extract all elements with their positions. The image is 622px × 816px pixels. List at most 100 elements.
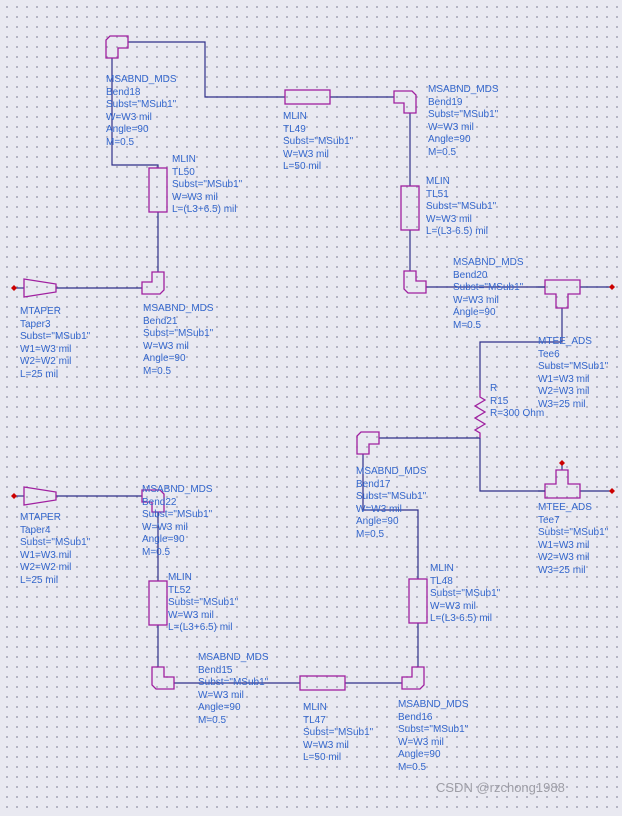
- tl52-mlin-symbol[interactable]: [148, 580, 168, 626]
- label-line: W2=W3 mil: [538, 386, 590, 397]
- label-line: L=(L3-6.5) mil: [426, 226, 488, 237]
- open-pin-marker[interactable]: [11, 285, 17, 291]
- taper3-taper-symbol[interactable]: [23, 278, 57, 298]
- wire-segment[interactable]: [479, 308, 563, 390]
- bend17-bend-symbol[interactable]: [356, 431, 380, 455]
- csdn-watermark: CSDN @rzchong1988: [436, 780, 565, 795]
- tl51-mlin-symbol[interactable]: [400, 185, 420, 231]
- label-line: Angle=90: [428, 134, 471, 145]
- label-line: Subst="MSub1": [538, 361, 609, 372]
- open-pin-marker[interactable]: [609, 284, 615, 290]
- label-line: Angle=90: [356, 516, 399, 527]
- label-line: Angle=90: [398, 749, 441, 760]
- tl47-mlin-symbol[interactable]: [299, 675, 346, 691]
- label-line: Subst="MSub1": [172, 179, 243, 190]
- label-line: Subst="MSub1": [398, 724, 469, 735]
- bend15-bend-symbol[interactable]: [151, 666, 175, 690]
- label-line: M=0.5: [106, 136, 135, 148]
- label-line: L=25 mil: [20, 574, 59, 586]
- label-line: Taper3: [20, 318, 51, 330]
- open-pin-marker[interactable]: [11, 493, 17, 499]
- label-line: Angle=90: [143, 353, 186, 364]
- r15-resistor-symbol[interactable]: [473, 390, 487, 438]
- label-line: MSABND_MDS: [143, 303, 214, 314]
- label-line: W=W3 mil: [283, 148, 329, 160]
- label-line: Tee6: [538, 348, 560, 360]
- label-line: W2=W2 mil: [20, 356, 72, 367]
- label-line: M=0.5: [453, 319, 482, 331]
- label-line: W1=W3 mil: [538, 373, 590, 385]
- bend20-bend-symbol[interactable]: [403, 270, 427, 294]
- label-line: M=0.5: [398, 761, 427, 773]
- bend18-bend-symbol[interactable]: [105, 35, 129, 59]
- label-line: W=W3 mil: [172, 191, 218, 203]
- label-line: W=W3 mil: [142, 521, 188, 533]
- label-line: MLIN: [430, 563, 454, 574]
- label-line: MSABND_MDS: [198, 652, 269, 663]
- tee7-tee-symbol[interactable]: [538, 469, 581, 499]
- open-pin-marker[interactable]: [559, 460, 565, 466]
- label-line: W2=W3 mil: [538, 552, 590, 563]
- label-line: L=25 mil: [20, 368, 59, 380]
- label-line: Subst="MSub1": [168, 597, 239, 608]
- label-line: W=W3 mil: [106, 111, 152, 123]
- wire-segment[interactable]: [479, 438, 545, 492]
- tl49-mlin-symbol[interactable]: [284, 89, 331, 105]
- wire-segment[interactable]: [128, 41, 285, 98]
- wire-segment[interactable]: [111, 58, 159, 168]
- label-line: W=W3 mil: [198, 689, 244, 701]
- label-line: W=W3 mil: [143, 340, 189, 352]
- label-line: W=W3 mil: [168, 609, 214, 621]
- label-line: W=W3 mil: [303, 739, 349, 751]
- label-line: TL49: [283, 123, 306, 135]
- label-line: Bend16: [398, 711, 433, 723]
- bend22-bend-symbol[interactable]: [141, 489, 165, 513]
- label-line: L=(L3+6.5) mil: [172, 204, 237, 215]
- wire-segment[interactable]: [362, 454, 419, 579]
- label-line: W1=W3 mil: [20, 343, 72, 355]
- label-line: Bend17: [356, 478, 391, 490]
- label-line: W=W3 mil: [398, 736, 444, 748]
- bend21-bend-symbol[interactable]: [141, 271, 165, 295]
- label-line: TL51: [426, 188, 449, 200]
- bend16-bend-symbol[interactable]: [401, 666, 425, 690]
- label-line: W=W3 mil: [430, 600, 476, 612]
- bend19-bend-symbol[interactable]: [393, 90, 417, 114]
- label-line: Subst="MSub1": [538, 527, 609, 538]
- label-line: L=(L3+6.5) mil: [168, 622, 233, 633]
- open-pin-marker[interactable]: [609, 488, 615, 494]
- label-line: Subst="MSub1": [106, 99, 177, 110]
- label-line: MLIN: [303, 702, 327, 713]
- label-line: Bend18: [106, 86, 141, 98]
- label-line: Subst="MSub1": [198, 677, 269, 688]
- label-line: Subst="MSub1": [303, 727, 374, 738]
- taper4-taper-symbol[interactable]: [23, 486, 57, 506]
- tee6-tee-symbol[interactable]: [538, 279, 581, 309]
- label-line: W3=25 mil: [538, 398, 586, 410]
- label-line: Subst="MSub1": [20, 331, 91, 342]
- label-line: Subst="MSub1": [283, 136, 354, 147]
- tl48-mlin-symbol[interactable]: [408, 578, 428, 624]
- tl50-mlin-symbol[interactable]: [148, 167, 168, 213]
